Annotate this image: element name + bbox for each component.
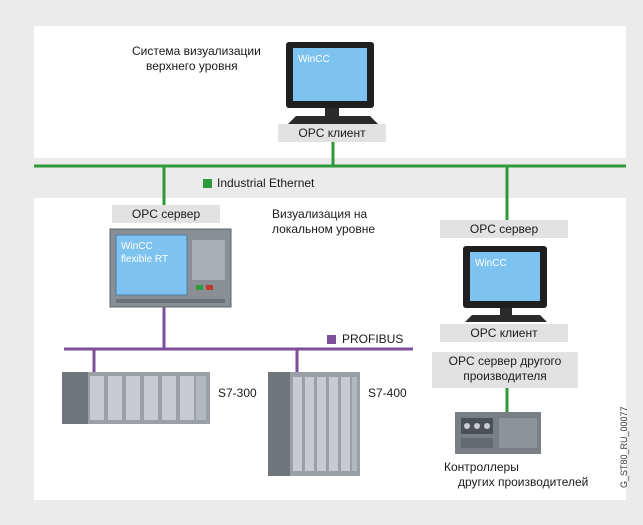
s7-300-plc-icon — [62, 372, 210, 424]
operator-panel-icon — [109, 228, 232, 308]
controllers-line2: других производителей — [458, 475, 589, 489]
opc-client-box-top: OPC клиент — [278, 124, 386, 142]
local-label-line1: Визуализация на — [272, 207, 368, 221]
monitor-icon — [286, 42, 378, 124]
local-visualization-label: Визуализация на локальном уровне — [272, 207, 375, 237]
local-label-line2: локальном уровне — [272, 222, 376, 236]
s7-400-label: S7-400 — [368, 386, 407, 400]
profibus-label: PROFIBUS — [342, 332, 404, 346]
third-party-controller-icon — [455, 412, 541, 454]
controllers-label: Контроллеры других производителей — [444, 460, 588, 490]
system-label: Система визуализации верхнего уровня — [132, 44, 280, 74]
panel-screen-line2: flexible RT — [121, 254, 169, 265]
right-monitor-screen-text: WinCC — [475, 258, 507, 269]
other-opc-server-box: OPC сервер другого производителя — [432, 352, 578, 388]
figure-code: G_ST80_RU_00077 — [619, 406, 629, 488]
opc-server-box-right: OPC сервер — [440, 220, 568, 238]
monitor-icon-right — [463, 246, 547, 322]
other-server-line2: производителя — [463, 369, 547, 383]
monitor-screen-text: WinCC — [298, 54, 330, 65]
other-server-line1: OPC сервер другого — [448, 354, 562, 368]
panel-screen-text: WinCC flexible RT — [121, 240, 168, 266]
ethernet-label: Industrial Ethernet — [217, 176, 315, 190]
opc-client-box-right: OPC клиент — [440, 324, 568, 342]
s7-300-label: S7-300 — [218, 386, 257, 400]
ethernet-legend-square — [203, 179, 212, 188]
system-label-line2: верхнего уровня — [146, 59, 238, 73]
system-label-line1: Система визуализации — [132, 44, 261, 58]
panel-screen-line1: WinCC — [121, 241, 153, 252]
profibus-legend-square — [327, 335, 336, 344]
s7-400-plc-icon — [268, 372, 360, 476]
opc-server-box-panel: OPC сервер — [112, 205, 220, 223]
controllers-line1: Контроллеры — [444, 460, 519, 474]
